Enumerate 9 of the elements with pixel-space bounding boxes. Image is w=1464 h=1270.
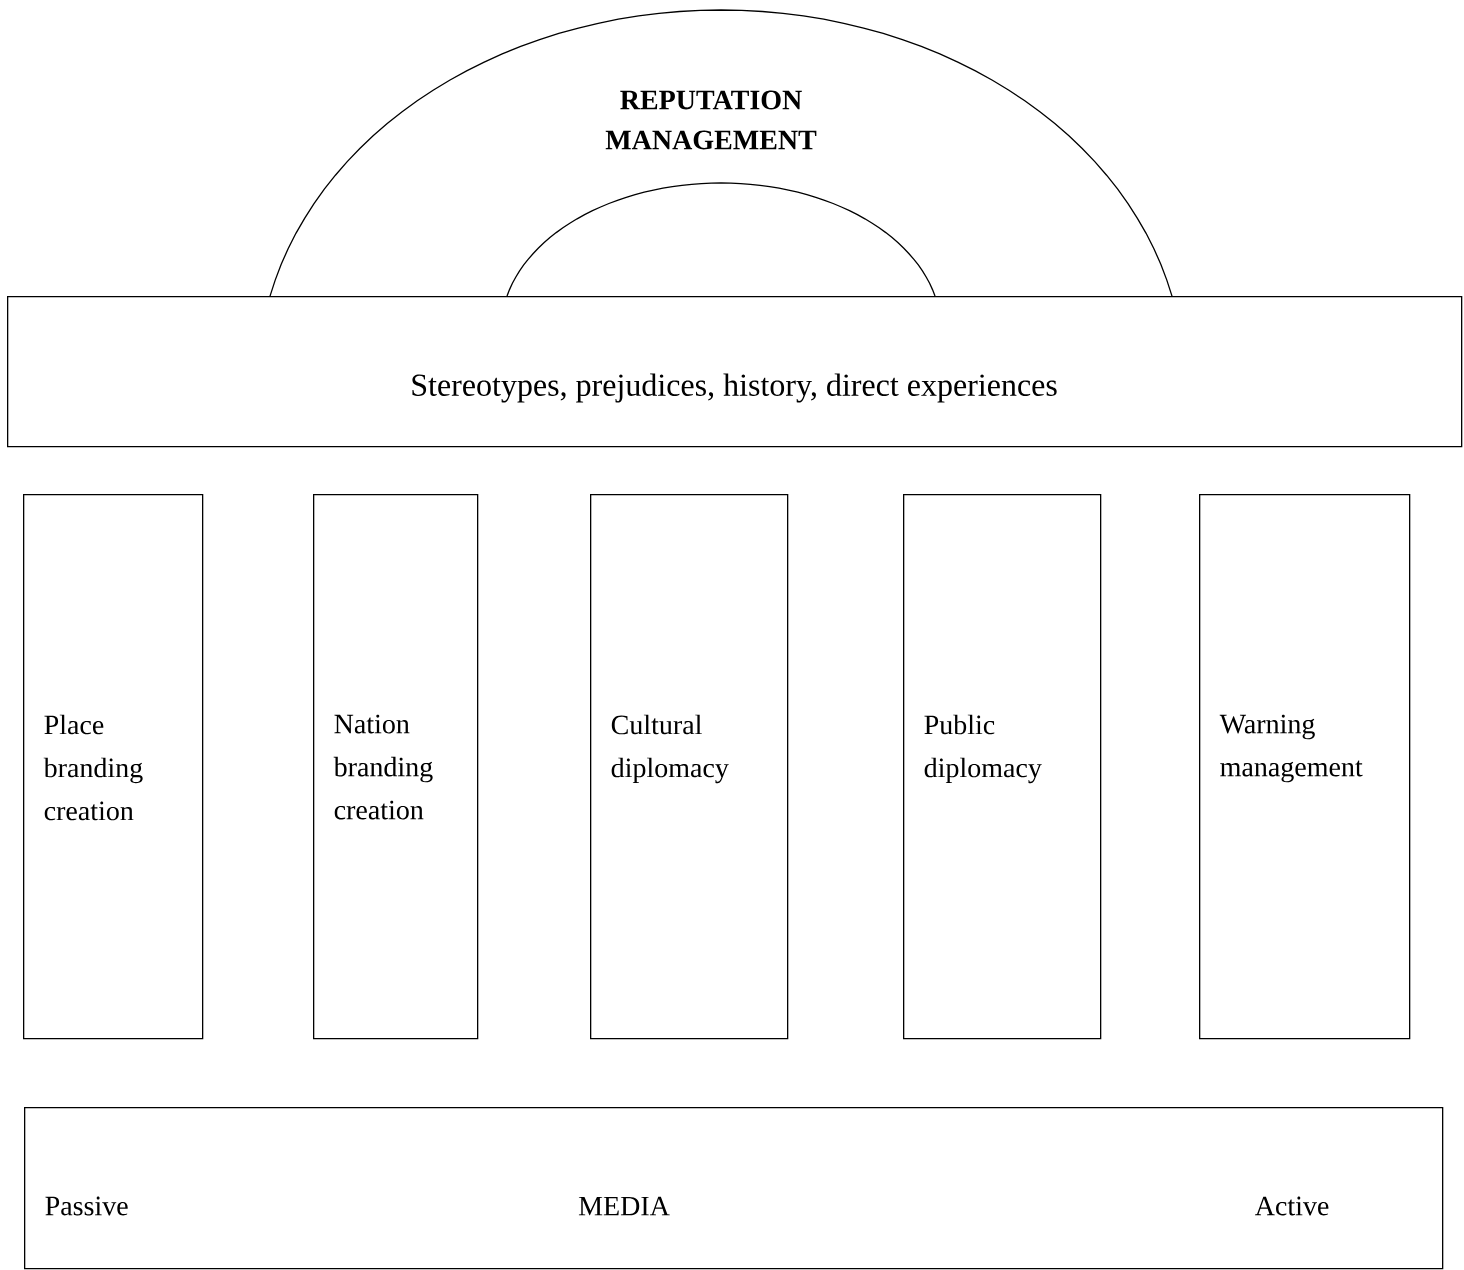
pillar-box: Cultural diplomacy	[590, 494, 789, 1040]
pillar-box: Public diplomacy	[903, 494, 1102, 1040]
pillar-box: Place branding creation	[23, 494, 204, 1040]
inner-arch	[506, 182, 936, 297]
pillar-box: Warning management	[1199, 494, 1411, 1040]
pillar-box: Nation branding creation	[313, 494, 479, 1040]
beam-box: Stereotypes, prejudices, history, direct experiences	[7, 296, 1463, 448]
base-box: Passive MEDIA Active	[24, 1107, 1444, 1270]
arch: REPUTATION MANAGEMENT	[269, 9, 1173, 297]
